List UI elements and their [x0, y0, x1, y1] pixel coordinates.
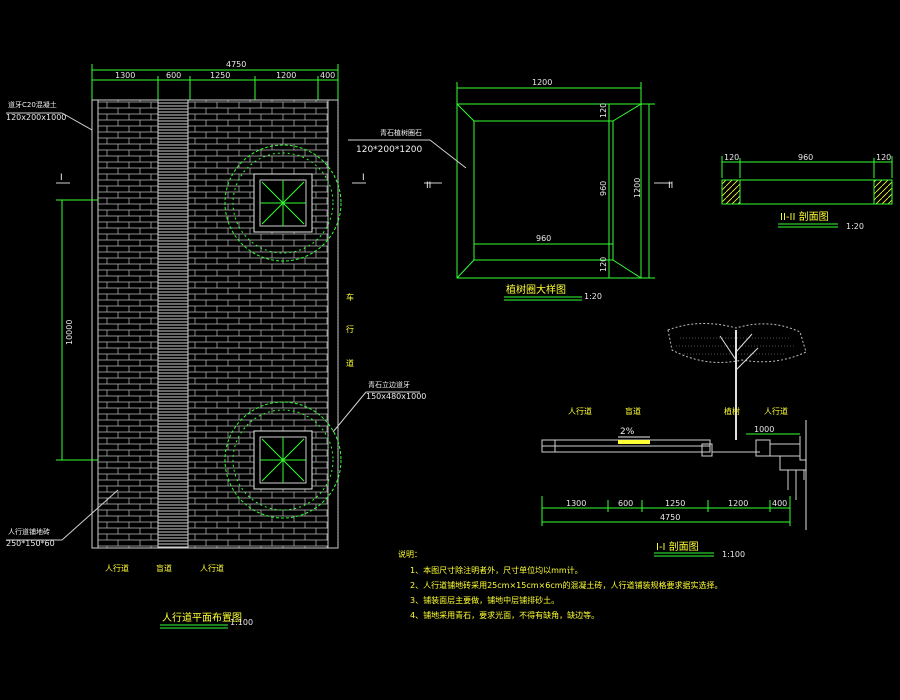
- sec1-dim-3: 1250: [665, 499, 685, 508]
- sec1-title: I-I 剖面图: [656, 540, 699, 553]
- tree-symbol-1: [224, 144, 342, 262]
- plan-view: 4750 1300 600 1250 1200 400: [6, 60, 426, 629]
- pit-dim-top: 1200: [532, 78, 552, 87]
- plan-dim-1: 1300: [115, 71, 135, 80]
- notes-block: 说明： 1、本图尺寸除注明者外，尺寸单位均以mm计。 2、人行道铺地砖采用25c…: [398, 549, 723, 620]
- sec1-label-sidewalk-2: 人行道: [764, 406, 788, 416]
- section-mark-right: I: [362, 173, 365, 183]
- plan-dim-4: 1200: [276, 71, 296, 80]
- sec1-dim-5: 400: [772, 499, 787, 508]
- plan-vertical-dim: 10000: [65, 320, 74, 345]
- sec2-title: II-II 剖面图: [780, 210, 829, 223]
- sec1-dim-1: 1300: [566, 499, 586, 508]
- tactile-paving: [158, 100, 188, 548]
- sec2-dim-2: 960: [798, 153, 813, 162]
- road-label-3: 道: [346, 358, 354, 368]
- pit-dim-inner-h: 960: [536, 234, 551, 243]
- notes-item-1: 1、本图尺寸除注明者外，尺寸单位均以mm计。: [410, 565, 583, 575]
- sec1-dim-total: 4750: [660, 513, 680, 522]
- tree-symbol-2: [224, 401, 342, 519]
- sec1-slope: 2%: [620, 427, 635, 437]
- note-kerb-size: 150x480x1000: [366, 392, 426, 401]
- notes-heading: 说明：: [398, 549, 422, 559]
- sec1-scale: 1:100: [722, 550, 745, 559]
- pit-title: 植树圈大样图: [506, 283, 566, 296]
- road-label-1: 车: [346, 292, 354, 302]
- section-mark-left: I: [60, 173, 63, 183]
- section-tree-icon: [667, 322, 807, 440]
- sec2-dim-3: 120: [876, 153, 891, 162]
- pavement-bricks-left: [98, 100, 158, 548]
- sec1-dim-4: 1200: [728, 499, 748, 508]
- pit-dim-edge-b: 120: [599, 257, 608, 272]
- sec1-dim-right: 1000: [754, 425, 774, 434]
- pit-dim-inner-v: 960: [599, 181, 608, 196]
- plan-dim-3: 1250: [210, 71, 230, 80]
- road-label-2: 行: [346, 324, 354, 334]
- plan-scale: 1:100: [230, 618, 253, 627]
- zone-label-sidewalk-2: 人行道: [200, 563, 224, 573]
- pit-section-mark-left: II: [426, 181, 431, 191]
- section-i-detail: 人行道 盲道 植树 人行道 2% 1000 1300 600 1250 1200…: [541, 322, 807, 559]
- plan-dim-5: 400: [320, 71, 335, 80]
- note-kerb-title: 青石立边道牙: [368, 380, 410, 389]
- pit-scale: 1:20: [584, 292, 602, 301]
- zone-label-tactile: 盲道: [156, 563, 172, 573]
- tree-pit-detail: 1200 1200 120 960 120 960 青石植树圈石 120*200…: [348, 78, 673, 301]
- sec1-label-tactile: 盲道: [625, 406, 641, 416]
- pit-note-title: 青石植树圈石: [380, 128, 422, 137]
- sec2-scale: 1:20: [846, 222, 864, 231]
- pit-dim-right: 1200: [633, 178, 642, 198]
- pit-note-size: 120*200*1200: [356, 145, 423, 155]
- plan-dim-2: 600: [166, 71, 181, 80]
- note-brick-size: 250*150*60: [6, 539, 55, 548]
- sec1-dim-2: 600: [618, 499, 633, 508]
- plan-dim-total: 4750: [226, 60, 246, 69]
- zone-label-sidewalk-1: 人行道: [105, 563, 129, 573]
- section-ii-detail: 120 960 120 II-II 剖面图 1:20: [721, 153, 893, 231]
- sec1-label-tree: 植树: [724, 406, 740, 416]
- plan-title: 人行道平面布置图: [162, 611, 242, 624]
- note-curb-title: 道牙C20混凝土: [8, 100, 57, 109]
- sec2-dim-1: 120: [724, 153, 739, 162]
- note-brick-title: 人行道铺地砖: [8, 527, 50, 536]
- notes-item-4: 4、铺地采用青石，要求光面，不得有缺角，缺边等。: [410, 610, 599, 620]
- notes-item-2: 2、人行道铺地砖采用25cm×15cm×6cm的混凝土砖，人行道铺装规格要求据实…: [410, 580, 723, 590]
- pit-dim-edge-a: 120: [599, 103, 608, 118]
- notes-item-3: 3、铺装面层主要做，铺地中层铺排砂土。: [410, 595, 559, 605]
- note-curb-size: 120x200x1000: [6, 113, 66, 122]
- pit-section-mark-right: II: [668, 181, 673, 191]
- sec1-label-sidewalk-1: 人行道: [568, 406, 592, 416]
- curb-stone: [327, 99, 339, 549]
